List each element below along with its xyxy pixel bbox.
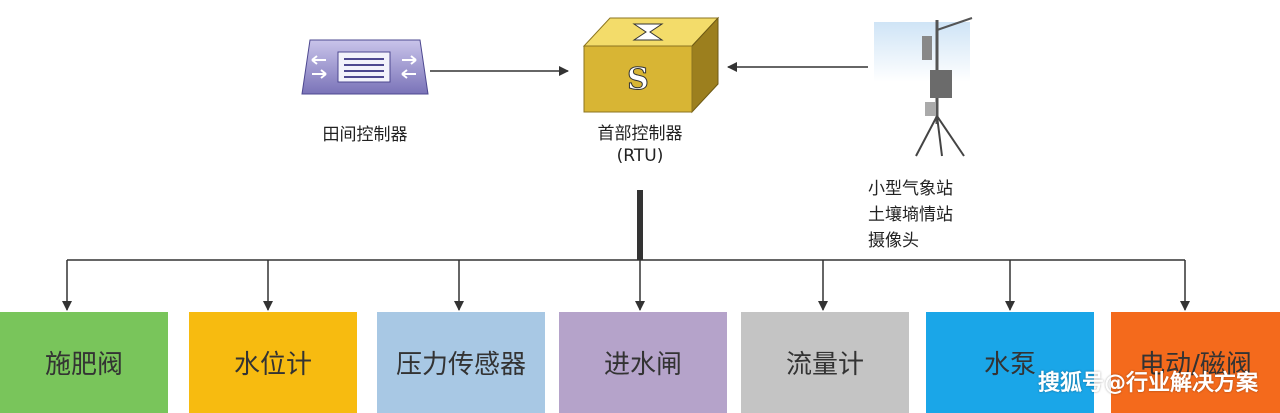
- device-box-fertilizer-valve: 施肥阀: [0, 312, 168, 413]
- device-label: 进水闸: [603, 350, 682, 380]
- device-box-water-pump: 水泵: [926, 312, 1094, 413]
- device-label: 压力传感器: [395, 350, 526, 380]
- sensors-line1: 小型气象站: [868, 179, 953, 199]
- device-label: 流量计: [785, 350, 864, 380]
- field-controller-label: 田间控制器: [322, 125, 408, 145]
- device-box-solenoid-valve: 电动/磁阀: [1111, 312, 1280, 413]
- rtu-icon-letter: S: [627, 62, 649, 97]
- field-controller-icon: [301, 39, 429, 95]
- device-box-pressure-sensor: 压力传感器: [377, 312, 545, 413]
- watermark: 搜狐号@行业解决方案: [1037, 371, 1258, 396]
- sensors-label: 小型气象站 土壤墒情站 摄像头: [868, 176, 998, 254]
- device-box-intake-gate: 进水闸: [559, 312, 727, 413]
- rtu-label: 首部控制器 (RTU): [560, 123, 720, 167]
- device-box-water-level: 水位计: [189, 312, 357, 413]
- rtu-switch-icon: S: [582, 16, 720, 114]
- rtu-label-line2: (RTU): [616, 146, 664, 166]
- device-box-flow-meter: 流量计: [741, 312, 909, 413]
- device-label: 电动/磁阀: [1139, 350, 1252, 380]
- sensors-line2: 土壤墒情站: [868, 205, 953, 225]
- device-label: 水泵: [983, 350, 1036, 380]
- device-label: 施肥阀: [44, 350, 123, 380]
- rtu-label-line1: 首部控制器: [597, 124, 683, 144]
- device-label: 水位计: [233, 350, 312, 380]
- sensors-line3: 摄像头: [868, 231, 919, 251]
- weather-station-icon: [874, 17, 973, 157]
